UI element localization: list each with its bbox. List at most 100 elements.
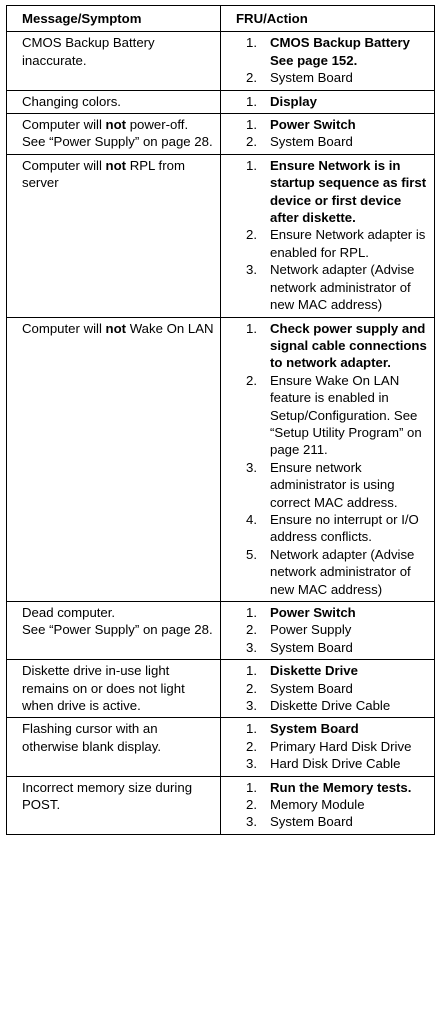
action-item: 2. Memory Module [236,796,429,813]
action-item: 2.Ensure Network adapter is enabled for … [236,226,429,261]
action-number: 1. [246,663,257,679]
action-item: 1. Check power supply and signal cable co… [236,320,429,372]
action-number: 2. [246,227,257,243]
action-number: 3. [246,459,257,475]
header-fru-action: FRU/Action [220,4,435,33]
action-item: 1.System Board [236,720,429,737]
action-number: 2. [246,622,257,638]
action-text: Ensure Wake On LAN feature is enabled in… [270,372,422,458]
action-number: 1. [246,117,257,133]
symptom-text: Changing colors. [22,93,121,109]
symptom-cell: Computer will not power-off.See “Power S… [6,113,221,155]
action-number: 3. [246,639,257,655]
action-text: System Board [270,680,353,696]
action-item: 3. System Board [236,639,429,656]
table-row: CMOS Backup Battery inaccurate.1.CMOS Ba… [6,31,435,91]
symptom-text: See “Power Supply” on page 28. [22,134,213,150]
action-list: 1.Display [236,93,429,110]
symptom-line: Computer will not RPL from server [22,157,215,192]
action-text: Diskette Drive [270,663,358,679]
action-text: Check power supply and signal cable conn… [270,320,427,371]
action-number: 1. [246,605,257,620]
symptom-text: Computer will [22,157,106,173]
symptom-text: Incorrect memory size during POST. [22,779,193,813]
symptom-text: Flashing cursor with an otherwise blank … [22,721,162,754]
symptom-cell: Computer will not RPL from server [6,153,221,318]
action-item: 3.System Board [236,813,429,830]
action-text: System Board [270,639,353,655]
action-number: 2. [246,372,257,388]
action-text: Memory Module [270,797,365,813]
action-text: Power Supply [270,622,352,638]
table-row: Incorrect memory size during POST. 1. Run … [6,775,435,835]
symptom-cell: Incorrect memory size during POST. [6,775,221,835]
symptom-line: Changing colors. [22,93,215,110]
action-item: 1.Power Switch [236,604,429,621]
symptom-line: Flashing cursor with an otherwise blank … [22,720,215,755]
action-number: 3. [246,698,257,714]
action-number: 3. [246,262,257,278]
action-list: 1. Diskette Drive 2. System Board 3. Diskette… [236,662,429,714]
action-item: 1. Run the Memory tests. [236,779,429,796]
action-text: Ensure no interrupt or I/O address confl… [270,511,419,545]
emphasis-text: not [105,157,127,173]
action-text: Power Switch [270,117,356,133]
table-row: Computer will not power-off.See “Power S… [6,113,435,155]
table-row: Changing colors. 1.Display [6,89,435,115]
symptom-line: Incorrect memory size during POST. [22,779,215,814]
action-item: 3. Diskette Drive Cable [236,697,429,714]
action-number: 1. [246,157,257,173]
action-number: 1. [246,35,257,51]
action-cell: 1.Ensure Network is in startup sequence … [220,153,435,318]
action-number: 4. [246,511,257,527]
symptom-text: power-off. [126,117,189,133]
symptom-line: Dead computer. [22,604,215,621]
action-item: 1. Diskette Drive [236,662,429,679]
table-row: Dead computer.See “Power Supply” on page… [6,600,435,661]
action-item: 1.Ensure Network is in startup sequence … [236,157,429,227]
symptom-line: Computer will not power-off. [22,116,215,133]
action-text: Display [270,93,317,109]
action-number: 2. [246,738,257,754]
symptom-cell: Dead computer.See “Power Supply” on page… [6,600,221,661]
action-list: 1. Check power supply and signal cable co… [236,320,429,599]
action-text: Primary Hard Disk Drive [270,738,412,754]
action-text: Run the Memory tests. [270,779,412,795]
action-number: 1. [246,779,257,795]
action-text: Ensure network administrator is using co… [270,459,398,510]
action-number: 1. [246,320,257,336]
action-item: 2.System Board [236,133,429,150]
table-row: Diskette drive in-use light remains on o… [6,659,435,719]
action-text: CMOS Backup Battery [270,35,410,51]
symptom-line: Diskette drive in-use light remains on o… [22,662,215,714]
fru-table: Message/Symptom FRU/Action CMOS Backup B… [6,4,435,835]
emphasis-text: not [105,117,127,133]
action-number: 2. [246,680,257,696]
symptom-line: See “Power Supply” on page 28. [22,621,215,638]
symptom-line: See “Power Supply” on page 28. [22,133,215,150]
action-list: 1.Ensure Network is in startup sequence … [236,157,429,314]
action-text: Diskette Drive Cable [270,698,391,714]
table-row: Computer will not RPL from server 1.Ensur… [6,153,435,318]
table-body: CMOS Backup Battery inaccurate.1.CMOS Ba… [6,31,435,835]
symptom-text: RPL from server [22,157,185,191]
action-text: Network adapter (Advise network administ… [270,546,415,597]
action-number: 3. [246,756,257,772]
action-number: 2. [246,70,257,86]
action-item: 3.Network adapter (Advise network admini… [236,261,429,313]
action-number: 2. [246,134,257,150]
symptom-text: Computer will [22,320,106,336]
action-text: System Board [270,70,353,86]
page-reference: See page 152. [270,52,358,68]
symptom-cell: Computer will not Wake On LAN [6,316,221,602]
action-number: 2. [246,797,257,813]
action-number: 1. [246,721,257,737]
header-message-symptom: Message/Symptom [6,4,221,33]
